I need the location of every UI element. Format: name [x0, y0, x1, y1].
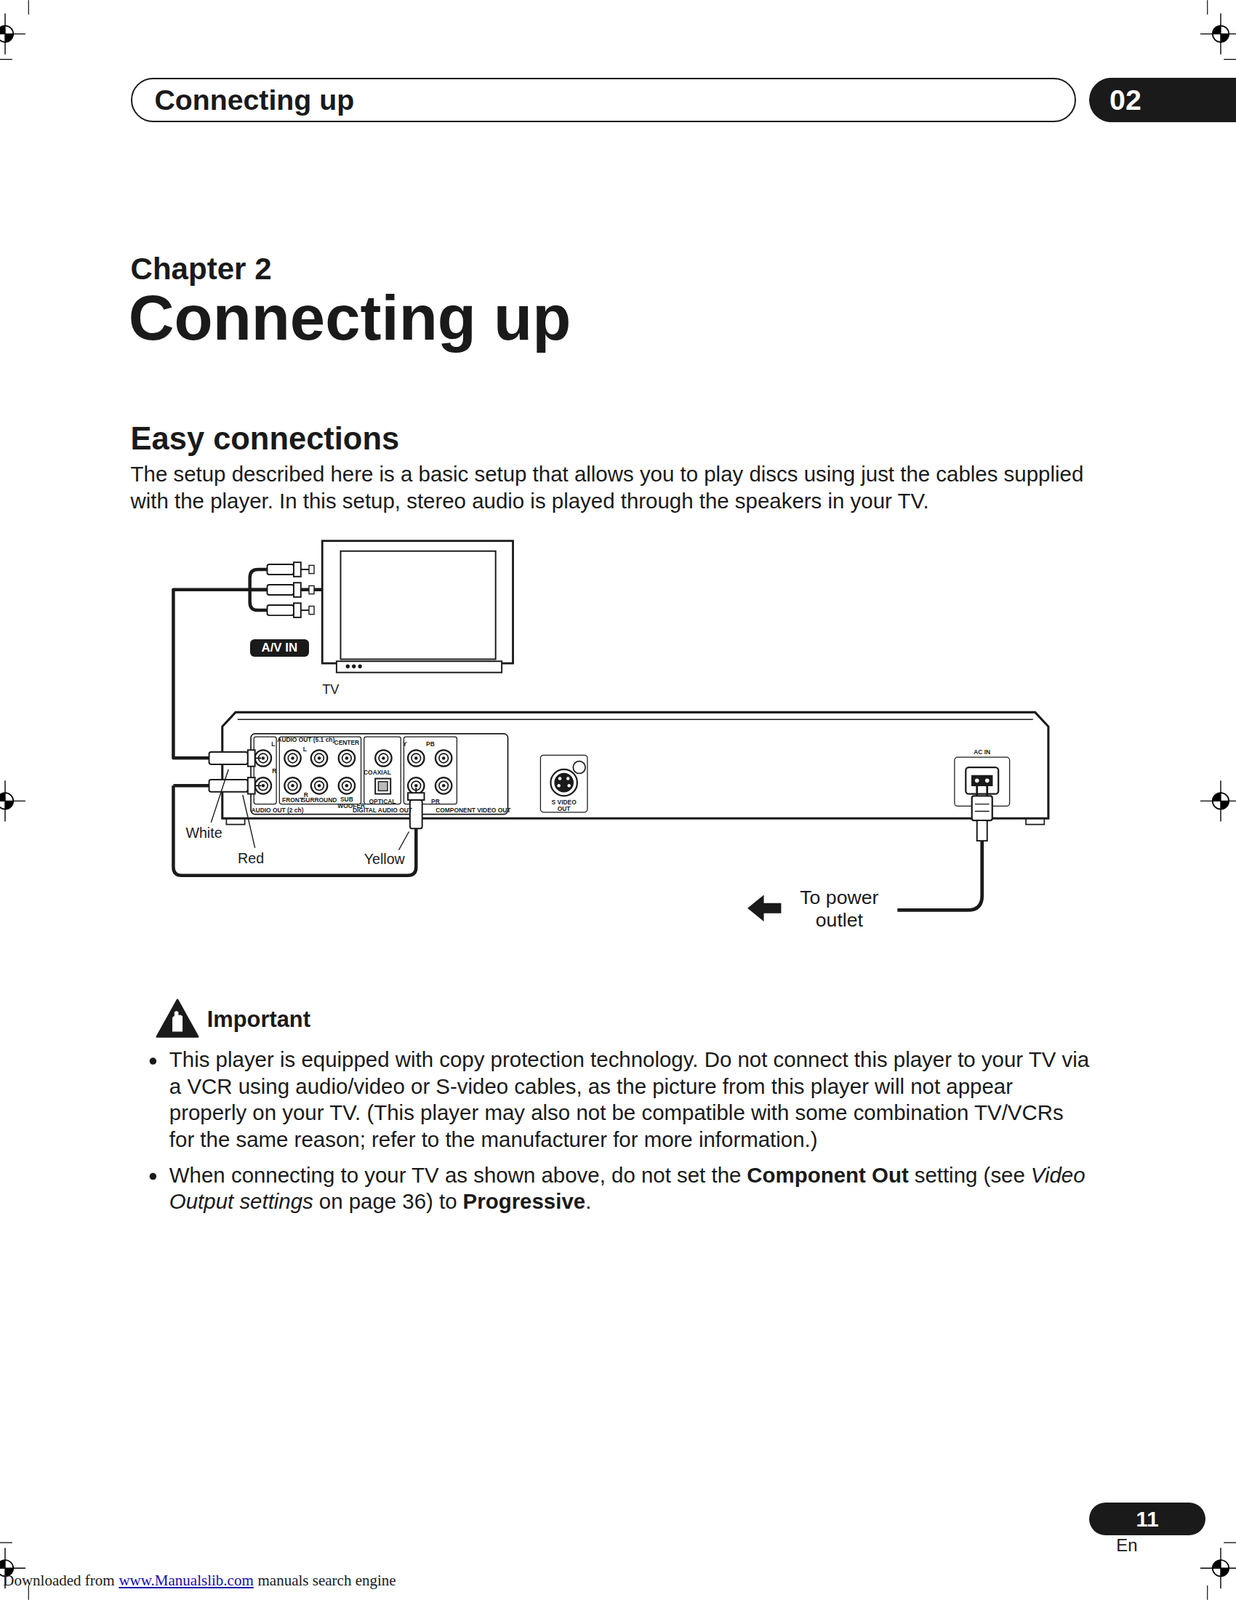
power-note: To power outlet [783, 886, 896, 932]
panel-label: S VIDEO OUT [549, 799, 579, 813]
ac-inlet [965, 767, 999, 794]
player-plugs [209, 749, 425, 829]
cable-colour: Yellow [364, 850, 405, 868]
panel-label: OPTICAL [369, 798, 397, 805]
panel-label: SURROUND [301, 796, 338, 803]
box-text: 11 [1135, 1506, 1159, 1532]
panel-label: PR [431, 798, 440, 805]
bullet-paragraph: When connecting to your TV as shown abov… [169, 1161, 1093, 1215]
dvd-player-rear [222, 711, 1049, 824]
direction-arrow [747, 894, 781, 921]
bullet-text: setting (see [914, 1162, 1026, 1187]
panel-label: PB [426, 740, 435, 747]
setting-name: Component Out [746, 1162, 909, 1187]
footer-line: Downloaded fromwww.Manualslib.commanuals… [2, 1571, 397, 1590]
important-icon [157, 999, 198, 1037]
intro-paragraph: The setup described here is a basic setu… [130, 460, 1085, 515]
box-text: 02 [1109, 83, 1142, 117]
bullet-dot [149, 1057, 158, 1065]
bullet-text: This player is equipped with copy protec… [169, 1046, 1093, 1153]
panel-label: CENTER [334, 739, 360, 746]
cables [173, 785, 416, 875]
tv-set: TV [322, 540, 513, 673]
chapter-title: Connecting up [128, 282, 572, 353]
s-video-port [550, 761, 586, 797]
page-number-tab: 11 [1089, 1502, 1206, 1535]
box-text: TV [322, 681, 339, 698]
cable-branches [250, 569, 268, 611]
panel-label: FRONT [282, 796, 304, 803]
section-header-bar: Connecting up [130, 77, 1077, 123]
panel-label: COAXIAL [363, 768, 392, 776]
setting-value: Progressive [463, 1188, 587, 1213]
panel-label: L [303, 745, 307, 752]
rca-jacks [255, 749, 453, 794]
box-text: Connecting up [154, 83, 355, 117]
panel-label: L [271, 740, 275, 747]
av-in-tag: A/V IN [250, 639, 309, 657]
dvd-player: LAUDIO OUT (5.1 ch)LCENTERYPBRRCOAXIALFR… [222, 711, 1049, 818]
tv-plugs [266, 562, 309, 618]
bullet-text: on page 36) to [319, 1188, 458, 1213]
bullet-text: . [585, 1188, 592, 1213]
chapter-number-tab: 02 [1089, 77, 1236, 123]
footer-text: manuals search engine [257, 1571, 396, 1589]
footer-text: Downloaded from [2, 1571, 115, 1589]
optical-port [375, 778, 391, 794]
language-code: En [1116, 1534, 1138, 1556]
panel-label: AUDIO OUT (2 ch) [251, 806, 304, 813]
power-cord [897, 785, 992, 910]
cable-colour: Red [237, 849, 264, 866]
panel-label: R [271, 767, 277, 775]
chapter-label: Chapter 2 [130, 251, 272, 287]
footer-link: www.Manualslib.com [118, 1571, 254, 1589]
panel-label: AUDIO OUT (5.1 ch) [277, 735, 335, 743]
important-heading: Important [207, 1006, 311, 1033]
panel-label: Y [402, 740, 408, 747]
section-heading: Easy connections [130, 420, 400, 457]
cable-colour: White [185, 823, 222, 841]
panel-label: AC IN [973, 748, 991, 755]
tv-drawing [309, 540, 514, 673]
bullet-dot [149, 1172, 158, 1181]
bullet-text: When connecting to your TV as shown abov… [169, 1162, 742, 1187]
panel-label: DIGITAL AUDIO OUT [352, 806, 413, 813]
panel-label: COMPONENT VIDEO OUT [435, 806, 511, 813]
box-text: A/V IN [261, 640, 299, 656]
